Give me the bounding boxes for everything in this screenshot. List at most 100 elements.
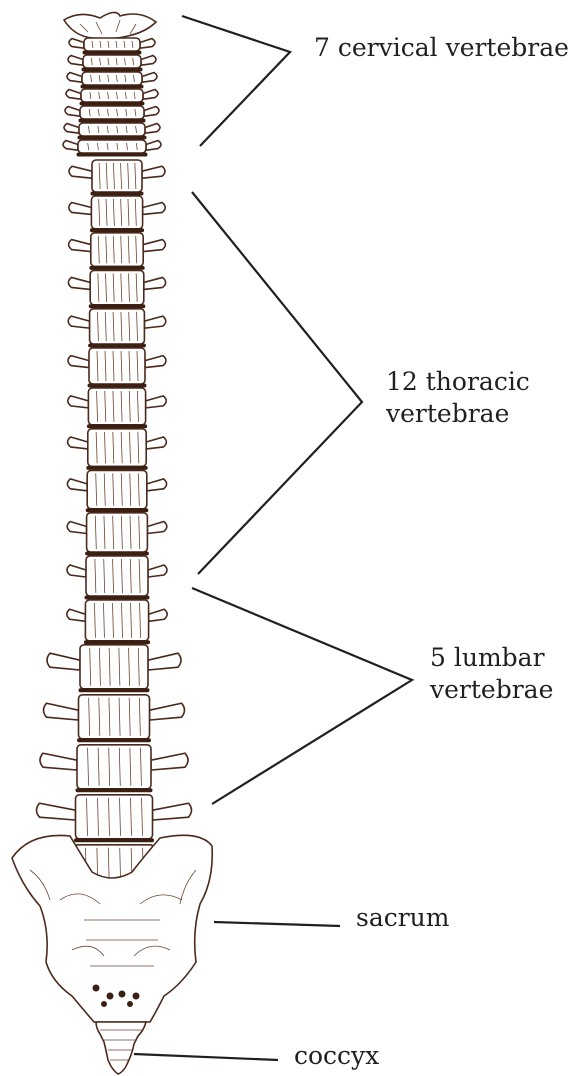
thoracic-label-line-2: vertebrae [385,399,509,428]
left-process [69,240,91,252]
right-process [141,56,156,66]
lumbar-label-line-2: vertebrae [429,675,553,704]
intervertebral-disc [78,136,146,139]
spine-illustration [12,12,212,1074]
right-process [148,653,181,670]
lumbar-vertebra [47,645,181,692]
atlas-vertebra [64,12,156,38]
intervertebral-disc [80,102,144,105]
left-process [69,39,84,49]
intervertebral-disc [76,789,152,792]
left-process [69,202,92,214]
left-process [40,753,77,770]
cervical-vertebra [68,55,156,71]
left-process [65,107,80,117]
intervertebral-disc [79,119,145,122]
thoracic-vertebra [68,309,166,347]
right-process [144,107,159,117]
sacrum-label-line-1: sacrum [356,903,450,932]
left-process [68,56,83,66]
right-process [147,479,167,491]
thoracic-label: 12 thoracic vertebrae [385,367,538,428]
left-process [44,703,79,720]
intervertebral-disc [89,305,145,308]
right-process [149,609,168,621]
right-process [144,277,166,289]
thoracic-vertebra [69,196,165,232]
lumbar-leader [192,588,412,804]
thoracic-label-line-1: 12 thoracic [386,367,530,396]
left-process [68,316,89,328]
thoracic-vertebra [67,470,166,511]
intervertebral-disc [86,552,149,555]
left-process [67,565,86,577]
thoracic-vertebrae [67,160,167,644]
coccyx-leader [134,1054,278,1060]
intervertebral-disc [86,509,148,512]
thoracic-vertebra [69,233,166,270]
left-process [63,141,78,151]
cervical-leader [182,16,290,146]
right-process [147,522,166,534]
thoracic-vertebra [68,348,166,387]
intervertebral-disc [81,85,143,88]
intervertebral-disc [90,229,143,232]
right-process [145,124,160,134]
cervical-vertebra [69,38,155,54]
intervertebral-disc [89,344,146,347]
left-process [68,396,89,408]
lumbar-vertebra [44,695,185,742]
thoracic-vertebra [68,429,167,470]
right-process [153,803,192,820]
left-process [68,437,88,449]
sacrum-leader [214,922,340,926]
intervertebral-disc [79,689,149,692]
cervical-vertebra [64,123,160,139]
right-process [143,90,158,100]
left-process [69,166,92,178]
intervertebral-disc [84,641,149,644]
thoracic-leader [192,192,362,574]
thoracic-vertebra [67,556,167,599]
intervertebral-disc [85,596,149,599]
left-process [67,479,87,491]
thoracic-vertebra [68,388,166,428]
cervical-label: 7 cervical vertebrae [314,33,569,62]
right-process [146,396,167,408]
right-process [143,240,165,252]
cervical-vertebra [65,106,159,122]
right-process [140,39,155,49]
intervertebral-disc [77,153,147,156]
coccyx-label: coccyx [294,1041,379,1070]
cervical-vertebra [67,72,157,88]
right-process [144,316,165,328]
thoracic-vertebra [68,270,165,307]
right-process [145,356,166,368]
coccyx-bone [96,1022,146,1074]
lumbar-vertebra [40,745,188,792]
thoracic-vertebra [69,160,165,195]
sacrum-label: sacrum [356,903,450,932]
coccyx-label-line-1: coccyx [294,1041,379,1070]
right-process [150,703,185,720]
left-process [67,609,86,621]
right-process [142,166,165,178]
thoracic-vertebra [67,600,167,644]
right-process [148,565,167,577]
intervertebral-disc [75,839,154,842]
left-process [68,277,90,289]
right-process [142,73,157,83]
left-process [64,124,79,134]
intervertebral-disc [87,425,146,428]
intervertebral-disc [88,384,146,387]
intervertebral-disc [91,192,143,195]
cervical-vertebra [66,89,158,105]
left-process [68,356,89,368]
lumbar-label: 5 lumbar vertebrae [429,643,553,704]
right-process [146,437,166,449]
cervical-label-line-1: 7 cervical vertebrae [314,33,569,62]
left-process [47,653,80,670]
intervertebral-disc [82,68,142,71]
intervertebral-disc [87,466,147,469]
